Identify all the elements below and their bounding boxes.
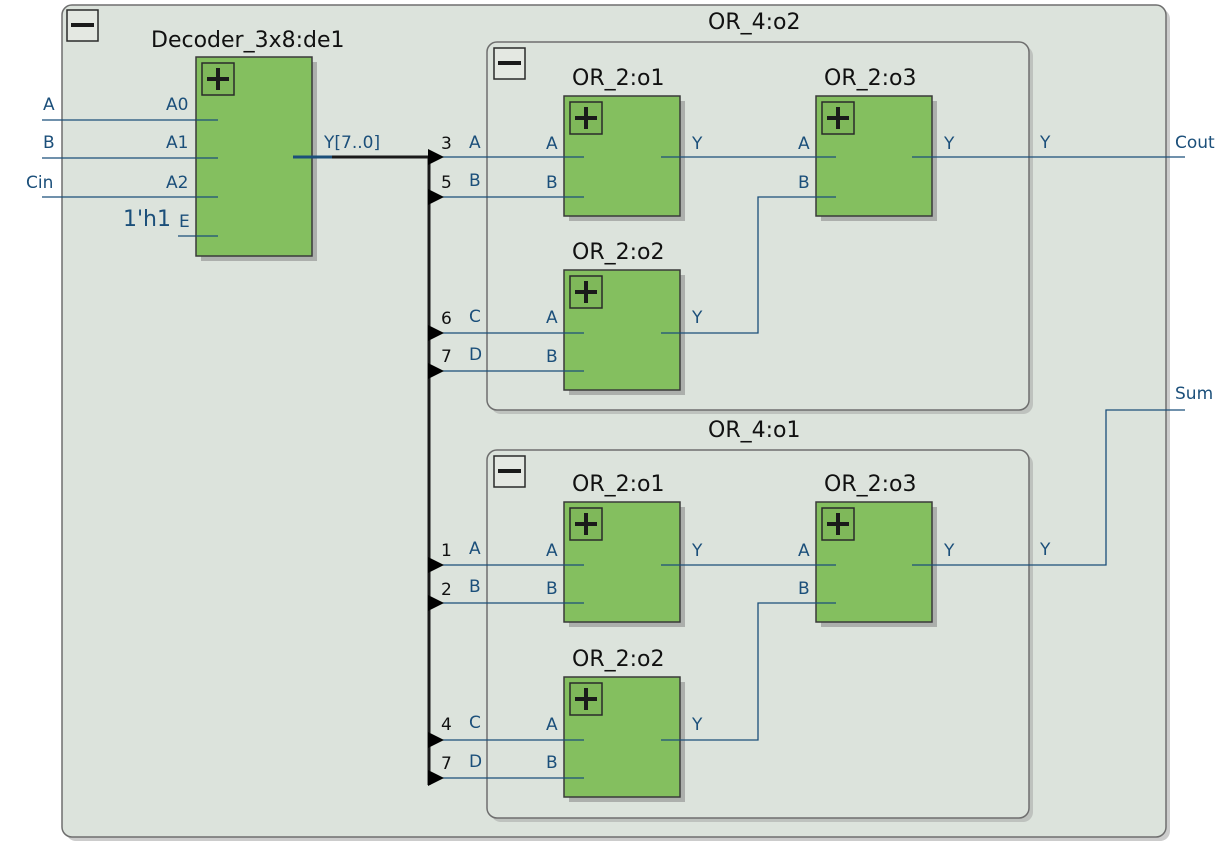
or2-port-a: A	[798, 134, 810, 154]
decoder-port-e: E	[179, 212, 190, 232]
or2-title: OR_2:o3	[824, 472, 916, 497]
enable-constant-label: 1'h1	[123, 207, 171, 232]
or2-port-b: B	[546, 347, 558, 367]
bus-tap-label: 3	[441, 134, 452, 154]
or2-port-b: B	[798, 173, 810, 193]
group-output-port: Y	[1039, 540, 1051, 560]
group-input-label: A	[469, 133, 481, 153]
or2-port-b: B	[546, 173, 558, 193]
bus-tap-label: 7	[441, 347, 452, 367]
input-b-label: B	[43, 133, 55, 153]
or2-port-b: B	[798, 579, 810, 599]
decoder-port-a2: A2	[166, 173, 188, 193]
expand-icon[interactable]	[201, 62, 235, 96]
decoder-title: Decoder_3x8:de1	[151, 28, 345, 53]
expand-icon[interactable]	[569, 682, 603, 716]
or2-port-a: A	[798, 541, 810, 561]
decoder-port-a0: A0	[166, 95, 188, 115]
or2-port-a: A	[546, 308, 558, 328]
bus-tap-label: 1	[441, 541, 452, 561]
or2-port-b: B	[546, 753, 558, 773]
group-input-label: B	[469, 171, 481, 191]
or2-title: OR_2:o1	[572, 66, 664, 91]
expand-icon[interactable]	[821, 507, 855, 541]
or2-port-y: Y	[691, 541, 703, 561]
or2-block[interactable]	[563, 676, 685, 802]
decoder-wires	[196, 119, 218, 237]
bus-tap-label: 5	[441, 173, 452, 193]
bus-tap-label: 6	[441, 309, 452, 329]
collapse-icon[interactable]	[493, 455, 526, 488]
or2-title: OR_2:o3	[824, 66, 916, 91]
or2-block[interactable]	[563, 501, 685, 627]
group-input-label: C	[469, 307, 481, 327]
or2-port-y: Y	[943, 134, 955, 154]
bus-tap-label: 4	[441, 715, 452, 735]
group-input-label: C	[469, 713, 481, 733]
expand-icon[interactable]	[569, 275, 603, 309]
group-input-label: D	[469, 345, 482, 365]
collapse-icon[interactable]	[66, 9, 99, 42]
expand-icon[interactable]	[569, 101, 603, 135]
or2-port-y: Y	[691, 308, 703, 328]
or2-block[interactable]	[563, 269, 685, 395]
lower-group-wires	[429, 409, 1185, 779]
or2-block[interactable]	[815, 95, 937, 221]
or2-port-a: A	[546, 134, 558, 154]
or2-block[interactable]	[815, 501, 937, 627]
or2-title: OR_2:o2	[572, 240, 664, 265]
or2-port-a: A	[546, 541, 558, 561]
collapse-icon[interactable]	[493, 47, 526, 80]
or4-o1-title: OR_4:o1	[708, 418, 800, 443]
group-input-label: B	[469, 577, 481, 597]
or2-port-b: B	[546, 579, 558, 599]
decoder-port-a1: A1	[166, 133, 188, 153]
decoder-port-y: Y[7..0]	[323, 133, 380, 153]
group-output-port: Y	[1039, 133, 1051, 153]
output-cout-label: Cout	[1175, 133, 1215, 153]
expand-icon[interactable]	[569, 507, 603, 541]
input-a-label: A	[43, 95, 55, 115]
expand-icon[interactable]	[821, 101, 855, 135]
decoder-block[interactable]	[195, 56, 317, 261]
group-input-label: A	[469, 539, 481, 559]
bus-tap-label: 7	[441, 754, 452, 774]
or2-title: OR_2:o1	[572, 472, 664, 497]
or2-port-y: Y	[943, 541, 955, 561]
upper-group-wires	[429, 156, 1185, 372]
input-cin-label: Cin	[26, 173, 53, 193]
or4-o2-title: OR_4:o2	[708, 10, 800, 35]
or2-block[interactable]	[563, 95, 685, 221]
or2-port-y: Y	[691, 134, 703, 154]
or2-title: OR_2:o2	[572, 647, 664, 672]
output-sum-label: Sum	[1175, 384, 1213, 404]
or2-port-a: A	[546, 715, 558, 735]
bus-tap-label: 2	[441, 580, 452, 600]
or2-port-y: Y	[691, 715, 703, 735]
group-input-label: D	[469, 752, 482, 772]
decoder-output-bus	[293, 155, 431, 785]
